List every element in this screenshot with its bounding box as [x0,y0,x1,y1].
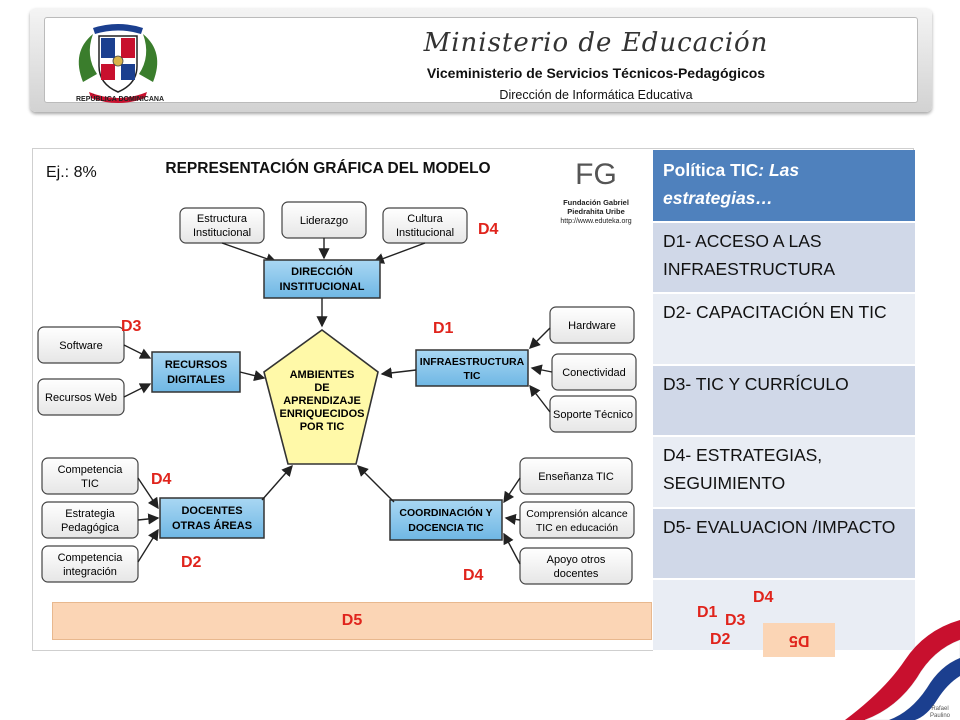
input-hardware: Hardware [549,306,635,344]
input-competencia-tic: Competencia TIC [41,457,139,495]
svg-text:Enseñanza TIC: Enseñanza TIC [538,471,614,483]
foundation-url: http://www.eduteka.org [560,218,631,225]
tag-d1: D1 [433,320,454,337]
svg-text:INFRAESTRUCTURA: INFRAESTRUCTURA [420,356,525,368]
input-competencia-integracion: Competencia integración [41,545,139,583]
cluster-tag-d1: D1 [697,604,718,621]
input-conectividad: Conectividad [551,353,637,391]
svg-text:Recursos Web: Recursos Web [45,392,117,404]
svg-text:Software: Software [59,340,102,352]
svg-text:RECURSOS: RECURSOS [165,359,227,371]
svg-text:COORDINACIÓN Y: COORDINACIÓN Y [399,506,492,519]
tag-d4-left: D4 [151,471,172,488]
node-direccion-institucional: DIRECCIÓN INSTITUCIONAL [263,259,381,299]
policy-table-header: Política TIC: Las estrategias… [653,150,915,223]
model-diagram: REPRESENTACIÓN GRÁFICA DEL MODELO FG Fun… [34,150,648,600]
svg-text:OTRAS ÁREAS: OTRAS ÁREAS [172,519,252,532]
diagram-title: REPRESENTACIÓN GRÁFICA DEL MODELO [165,159,490,177]
coat-of-arms-icon [78,24,158,103]
header-inner: REPÚBLICA DOMINICANA Ministerio de Educa… [44,17,918,103]
svg-text:Comprensión alcance: Comprensión alcance [526,508,628,520]
svg-text:Competencia: Competencia [58,552,124,564]
svg-text:DOCENCIA TIC: DOCENCIA TIC [408,522,484,534]
svg-text:POR TIC: POR TIC [300,421,345,433]
d5-mirrored-box: D5 [763,623,835,657]
flag-ribbon-icon: Rafael Paulino [845,620,960,720]
svg-text:Soporte Técnico: Soporte Técnico [553,409,633,421]
svg-text:DIRECCIÓN: DIRECCIÓN [291,265,353,278]
policy-heading: Política TIC: Las estrategias… [653,150,915,223]
svg-text:AMBIENTES: AMBIENTES [290,369,355,381]
cluster-tag-d2: D2 [710,631,731,648]
foundation-name-2: Piedrahita Uribe [567,207,625,216]
example-label: Ej.: 8% [46,164,97,181]
svg-text:DOCENTES: DOCENTES [181,505,242,517]
svg-text:TIC en educación: TIC en educación [536,522,618,534]
node-recursos-digitales: RECURSOS DIGITALES [151,351,241,393]
header-banner: REPÚBLICA DOMINICANA Ministerio de Educa… [30,8,932,112]
svg-text:ENRIQUECIDOS: ENRIQUECIDOS [280,408,365,420]
svg-text:Liderazgo: Liderazgo [300,215,348,227]
input-liderazgo: Liderazgo [281,201,367,239]
input-cultura-institucional: Cultura Institucional [382,207,468,244]
policy-row-d4: D4- ESTRATEGIAS, SEGUIMIENTO [653,436,915,509]
svg-text:Conectividad: Conectividad [562,367,626,379]
svg-text:INSTITUCIONAL: INSTITUCIONAL [280,281,365,293]
policy-row-d5: D5- EVALUACION /IMPACTO [653,508,915,580]
svg-text:DIGITALES: DIGITALES [167,374,225,386]
foundation-name-1: Fundación Gabriel [563,198,629,207]
node-coordinacion-docencia: COORDINACIÓN Y DOCENCIA TIC [389,499,503,541]
policy-row-d2: D2- CAPACITACIÓN EN TIC [653,293,915,366]
svg-text:integración: integración [63,566,117,578]
svg-text:TIC: TIC [464,370,481,382]
tag-d3: D3 [121,318,142,335]
tag-d2: D2 [181,554,202,571]
svg-text:Hardware: Hardware [568,320,616,332]
ministry-title: Ministerio de Educación [423,28,769,58]
d5-bar: D5 [52,602,652,640]
policy-row-d1: D1- ACCESO A LAS INFRAESTRUCTURA [653,222,915,294]
svg-text:Estructura: Estructura [197,213,248,225]
input-comprension-alcance: Comprensión alcance TIC en educación [519,501,635,539]
foundation-monogram: FG [575,158,617,191]
svg-text:Pedagógica: Pedagógica [61,522,120,534]
svg-text:Institucional: Institucional [193,227,251,239]
tag-d4-bottom: D4 [463,567,484,584]
ribbon-text-1: Rafael [931,706,948,712]
ribbon-text-2: Paulino [930,713,951,719]
input-soporte-tecnico: Soporte Técnico [549,395,637,433]
svg-text:Cultura: Cultura [407,213,443,225]
input-ensenanza-tic: Enseñanza TIC [519,457,633,495]
cluster-tag-d3: D3 [725,612,746,629]
vice-ministry-title: Viceministerio de Servicios Técnicos-Ped… [426,65,766,81]
svg-text:TIC: TIC [81,478,99,490]
policy-table: Política TIC: Las estrategias… D1- ACCES… [653,150,915,652]
input-estructura-institucional: Estructura Institucional [179,207,265,244]
input-software: Software [37,326,125,364]
d5-mirrored-text: D5 [788,632,810,649]
node-docentes-otras-areas: DOCENTES OTRAS ÁREAS [159,497,265,539]
svg-text:Competencia: Competencia [58,464,124,476]
input-estrategia-pedagogica: Estrategia Pedagógica [41,501,139,539]
seal-label: REPÚBLICA DOMINICANA [75,96,165,103]
svg-text:Estrategia: Estrategia [65,508,115,520]
cluster-tag-d4: D4 [753,589,774,606]
direction-title: Dirección de Informática Educativa [499,88,693,102]
center-pentagon: AMBIENTES DE APRENDIZAJE ENRIQUECIDOS PO… [263,329,379,465]
svg-text:docentes: docentes [554,568,599,580]
input-recursos-web: Recursos Web [37,378,125,416]
policy-row-d3: D3- TIC Y CURRÍCULO [653,365,915,437]
tag-d4-top: D4 [478,221,499,238]
svg-text:APRENDIZAJE: APRENDIZAJE [283,395,361,407]
model-diagram-svg: REPRESENTACIÓN GRÁFICA DEL MODELO FG Fun… [37,158,637,585]
node-infraestructura-tic: INFRAESTRUCTURA TIC [415,349,529,387]
svg-text:DE: DE [314,382,329,394]
svg-text:Apoyo otros: Apoyo otros [547,554,606,566]
input-apoyo-otros-docentes: Apoyo otros docentes [519,547,633,585]
foundation-logo: FG Fundación Gabriel Piedrahita Uribe ht… [560,158,631,225]
svg-text:Institucional: Institucional [396,227,454,239]
